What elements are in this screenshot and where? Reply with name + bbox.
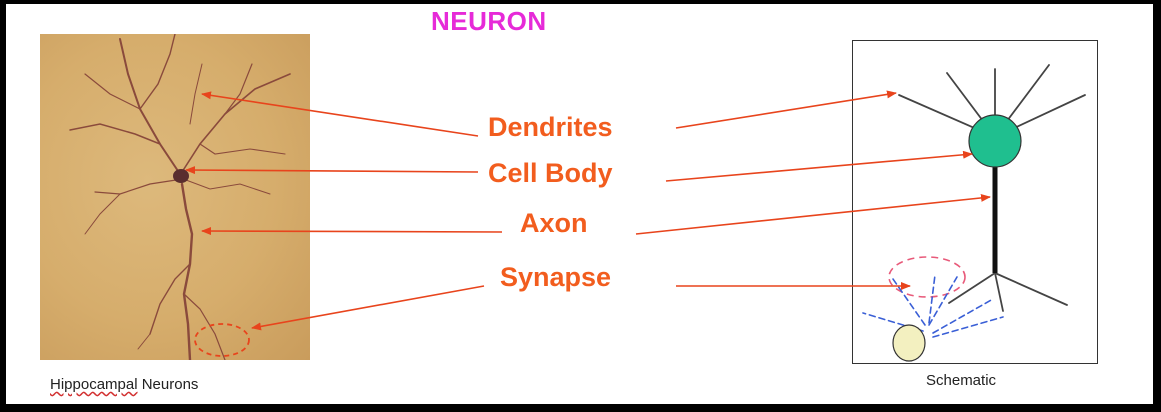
arrow-dendrites-left [202, 94, 478, 136]
arrow-dendrites-right [676, 93, 896, 128]
arrow-axon-left [202, 231, 502, 232]
arrow-cell-body-right [666, 154, 972, 181]
arrow-axon-right [636, 197, 990, 234]
arrow-cell-body-left [186, 170, 478, 172]
arrow-synapse-left [252, 286, 484, 328]
arrow-overlay [6, 4, 1153, 404]
slide: NEURON [6, 4, 1153, 404]
